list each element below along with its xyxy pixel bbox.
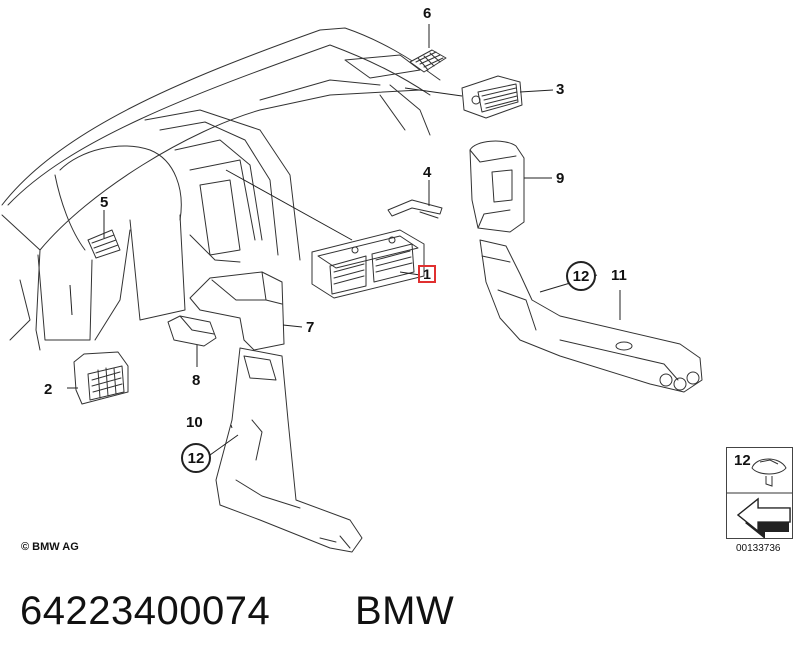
callout-5: 5 [100, 194, 109, 211]
clip-legend-icon [727, 458, 792, 494]
callout-11: 11 [611, 267, 627, 284]
part-4-bracket [387, 199, 443, 219]
callout-9: 9 [556, 170, 565, 187]
legend-part-number: 12 [734, 452, 751, 469]
callout-7: 7 [306, 319, 315, 336]
legend-box [726, 447, 793, 539]
part-1-center-vent [311, 229, 425, 299]
part-11-duct [479, 239, 703, 393]
callout-1-highlighted: 1 [418, 265, 436, 283]
diagram-reference-number: 00133736 [736, 543, 781, 554]
brand-name: BMW [355, 589, 455, 633]
callout-6: 6 [423, 5, 432, 22]
part-10-duct [215, 347, 363, 553]
callout-3: 3 [556, 81, 565, 98]
part-2-vent [73, 351, 129, 405]
part-8-clip [167, 315, 217, 347]
legend-arrow-icon [736, 497, 791, 539]
leader-lines [67, 24, 621, 456]
callout-4: 4 [423, 164, 432, 181]
part-3-vent [461, 75, 523, 119]
part-9-duct [469, 140, 525, 233]
part-7-duct [189, 271, 285, 351]
callout-2: 2 [44, 381, 53, 398]
part-6-grille [409, 49, 447, 73]
dashboard-outline [1, 27, 441, 351]
callout-12-circled: 12 [566, 261, 596, 291]
callout-8: 8 [192, 372, 201, 389]
part-number: 64223400074 [20, 589, 271, 633]
copyright-text: © BMW AG [21, 541, 79, 553]
callout-10: 10 [186, 414, 203, 431]
callout-12-circled: 12 [181, 443, 211, 473]
